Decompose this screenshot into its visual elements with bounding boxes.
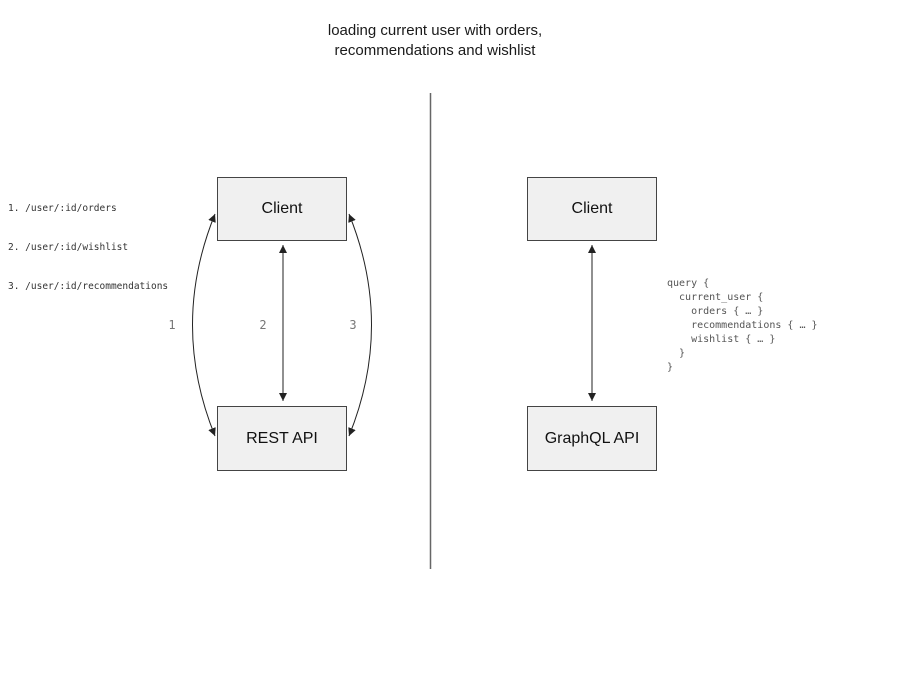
rest-request-arrow-3 [348,213,372,437]
rest-request-arrow-1 [192,213,216,437]
rest-arrow-label-1: 1 [168,318,176,332]
rest-endpoint-list: 1. /user/:id/orders 2. /user/:id/wishlis… [8,176,168,319]
rest-endpoint-orders: 1. /user/:id/orders [8,203,117,214]
rest-arrow-label-2: 2 [259,318,267,332]
rest-client-box: Client [217,177,347,241]
graphql-query-text: query { current_user { orders { … } reco… [667,278,818,373]
graphql-client-box: Client [527,177,657,241]
rest-endpoint-recommendations: 3. /user/:id/recommendations [8,281,169,292]
rest-api-box: REST API [217,406,347,471]
rest-endpoint-wishlist: 2. /user/:id/wishlist [8,242,129,253]
rest-arrow-label-3: 3 [349,318,357,332]
diagram-title: loading current user with orders, recomm… [327,22,543,59]
graphql-api-box: GraphQL API [527,406,657,471]
